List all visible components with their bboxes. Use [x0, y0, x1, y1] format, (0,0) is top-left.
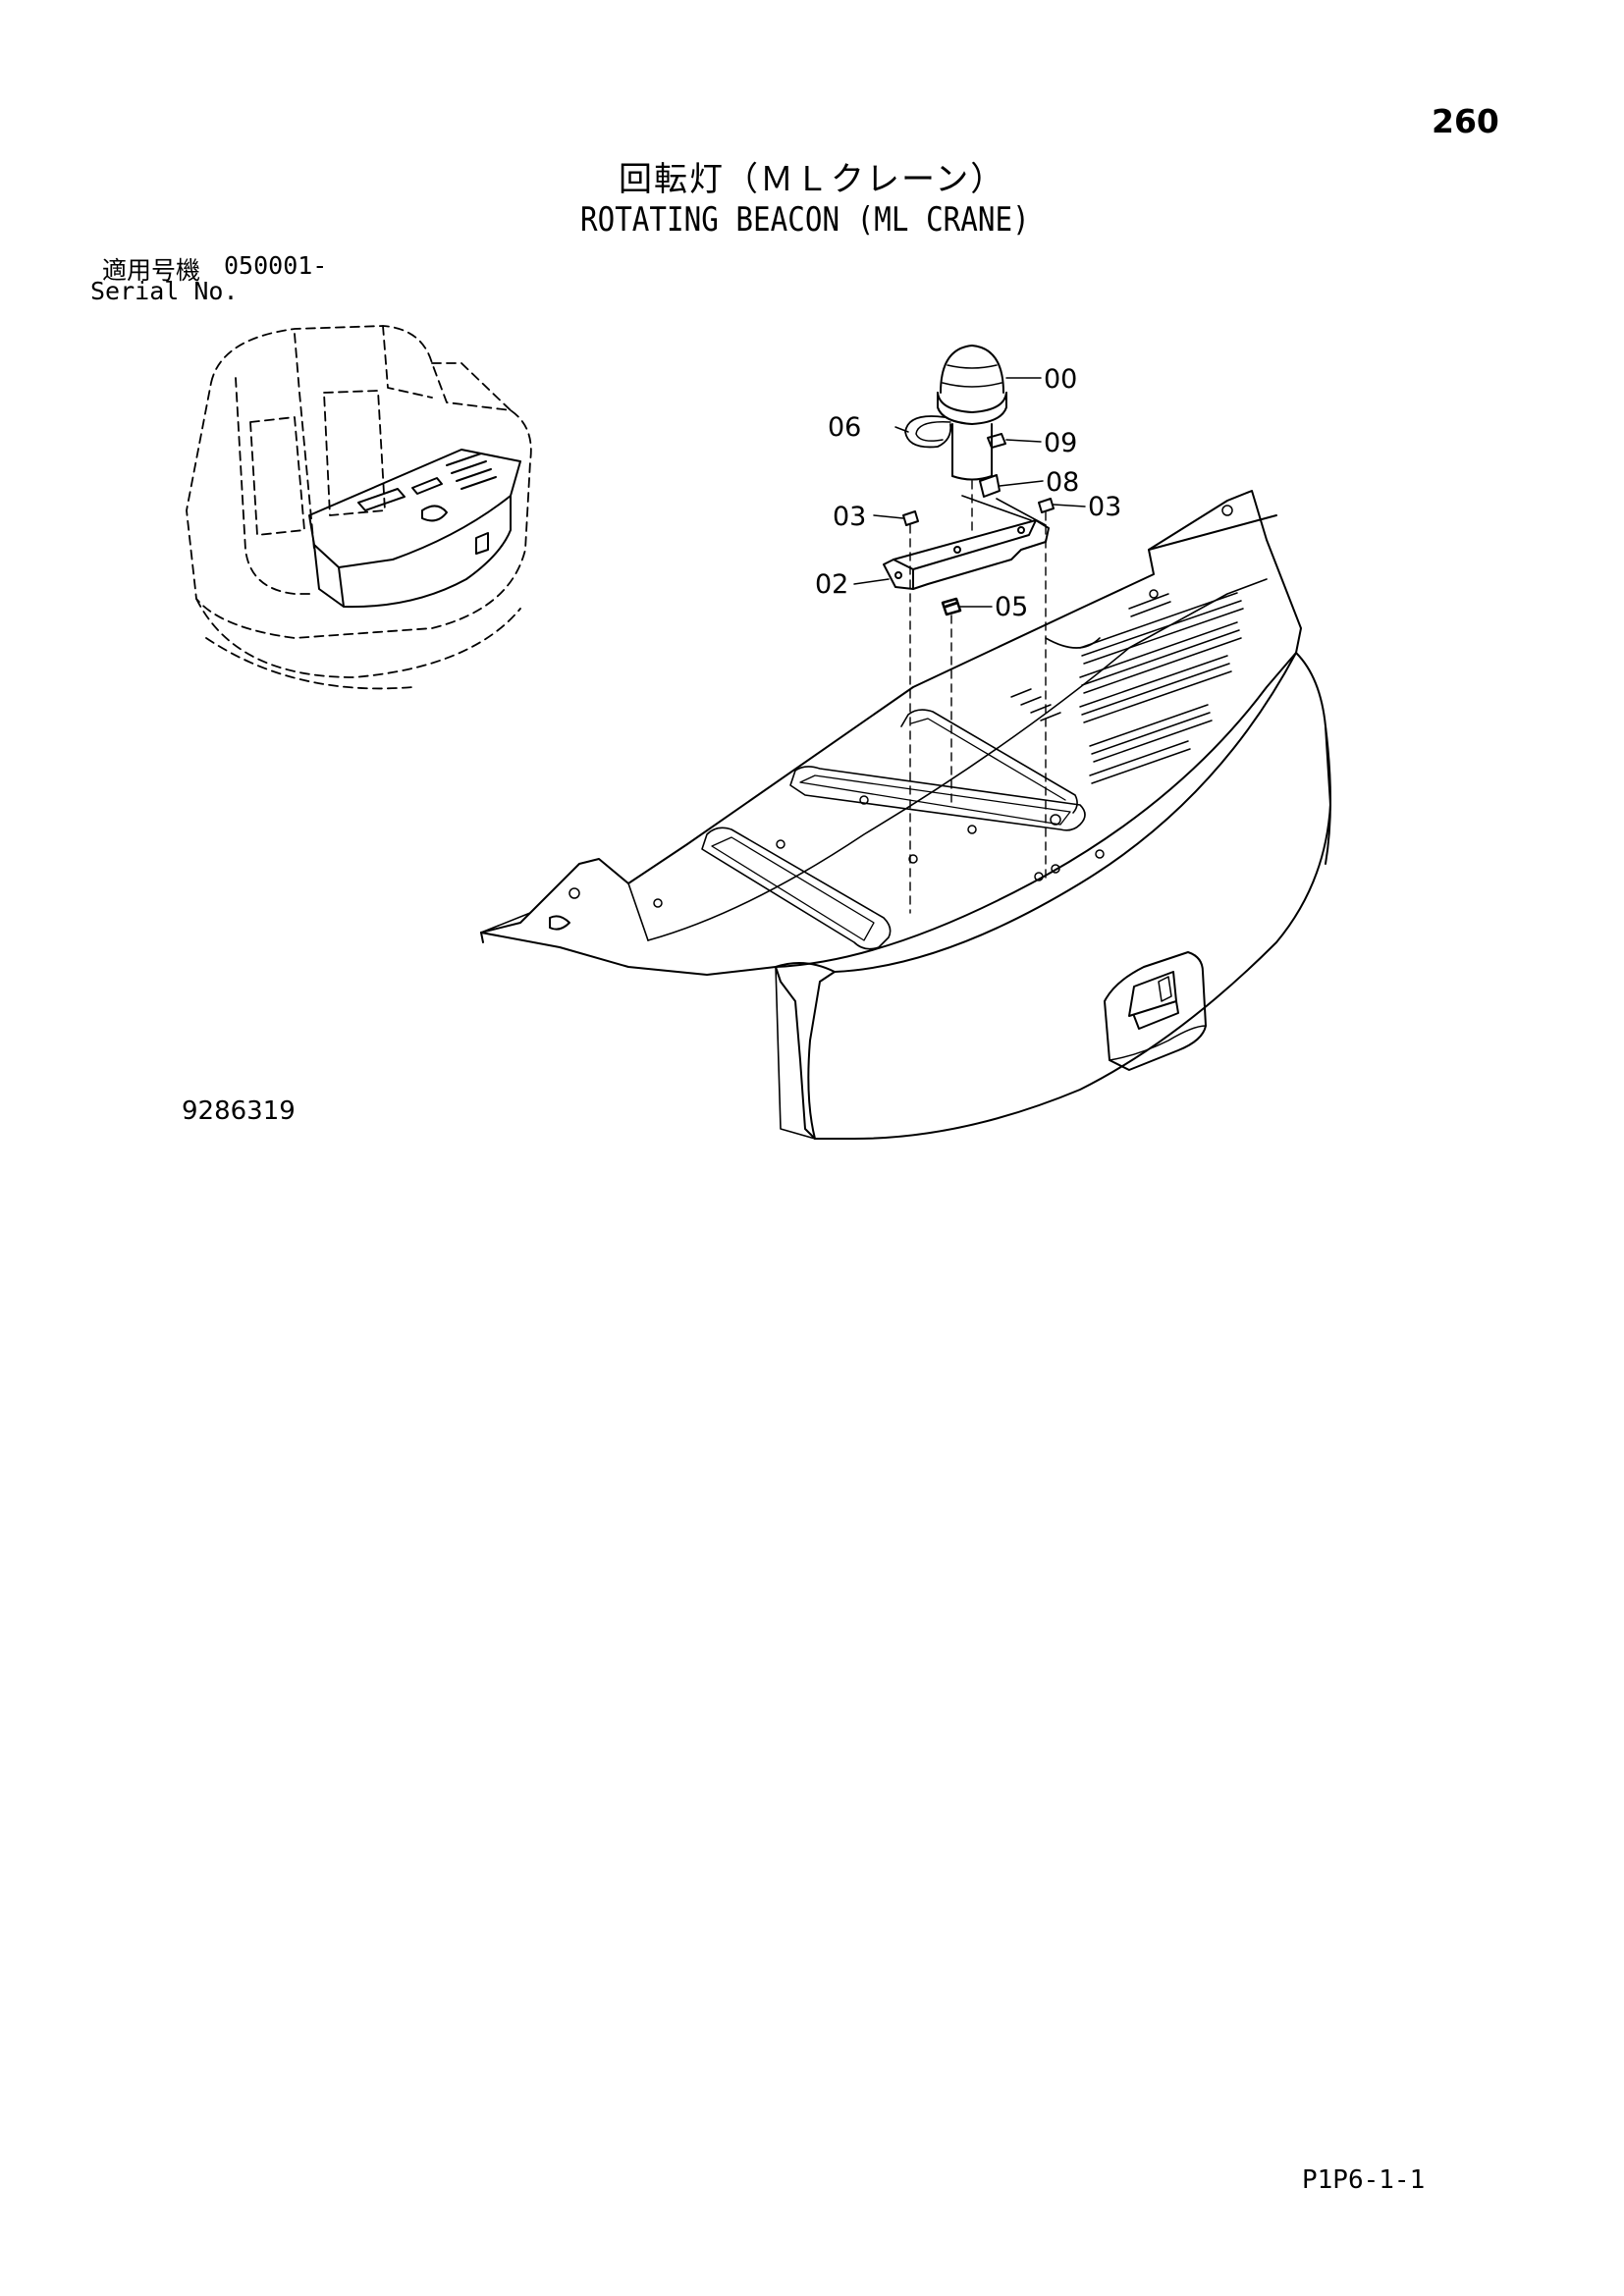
page-number: 260: [1432, 102, 1499, 140]
callout-08: 08: [1046, 467, 1079, 498]
counterweight-drawing: [480, 490, 1331, 1140]
page-title-en: ROTATING BEACON (ML CRANE): [580, 200, 1030, 240]
callout-00: 00: [1044, 364, 1077, 395]
serial-label-jp: 適用号機: [102, 256, 201, 285]
machine-overview-inset: [186, 325, 532, 690]
callout-03-left: 03: [833, 502, 866, 532]
callout-labels: 00 06 09 08 03 03 02 05: [815, 364, 1121, 622]
callout-05: 05: [995, 592, 1028, 622]
callout-02: 02: [815, 569, 848, 600]
page-title-jp: 回転灯（ＭＬクレーン）: [619, 160, 1006, 199]
callout-06: 06: [828, 412, 861, 443]
callout-03-right: 03: [1088, 492, 1121, 522]
callout-09: 09: [1044, 428, 1077, 458]
serial-label-en: Serial No.: [90, 277, 239, 305]
page-code: P1P6-1-1: [1302, 2165, 1426, 2195]
leader-lines: [853, 377, 1086, 608]
serial-value: 050001-: [224, 251, 328, 280]
drawing-number: 9286319: [182, 1096, 296, 1126]
beacon-assembly: [883, 345, 1055, 914]
